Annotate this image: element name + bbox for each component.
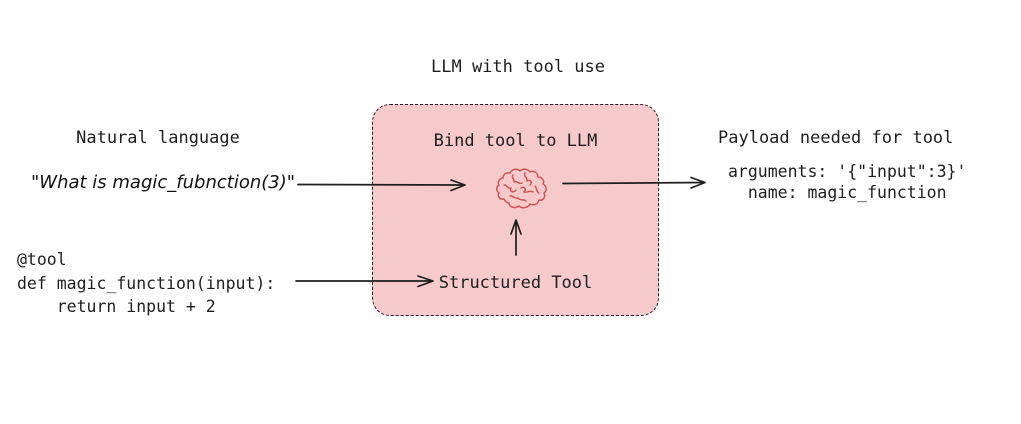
- brain-icon: [493, 167, 549, 211]
- payload-heading: Payload needed for tool: [718, 128, 954, 148]
- tool-code-block: @tool def magic_function(input): return …: [17, 250, 276, 316]
- structured-tool-label: Structured Tool: [438, 273, 593, 293]
- bind-box-heading: Bind tool to LLM: [433, 131, 598, 151]
- bind-tool-box: Bind tool to LLM Structured Tool: [372, 104, 659, 316]
- natural-language-quote: "What is magic_fubnction(3)": [31, 172, 296, 193]
- natural-language-heading: Natural language: [76, 128, 240, 148]
- diagram-title: LLM with tool use: [431, 57, 605, 77]
- payload-content: arguments: '{"input":3}' name: magic_fun…: [728, 162, 967, 202]
